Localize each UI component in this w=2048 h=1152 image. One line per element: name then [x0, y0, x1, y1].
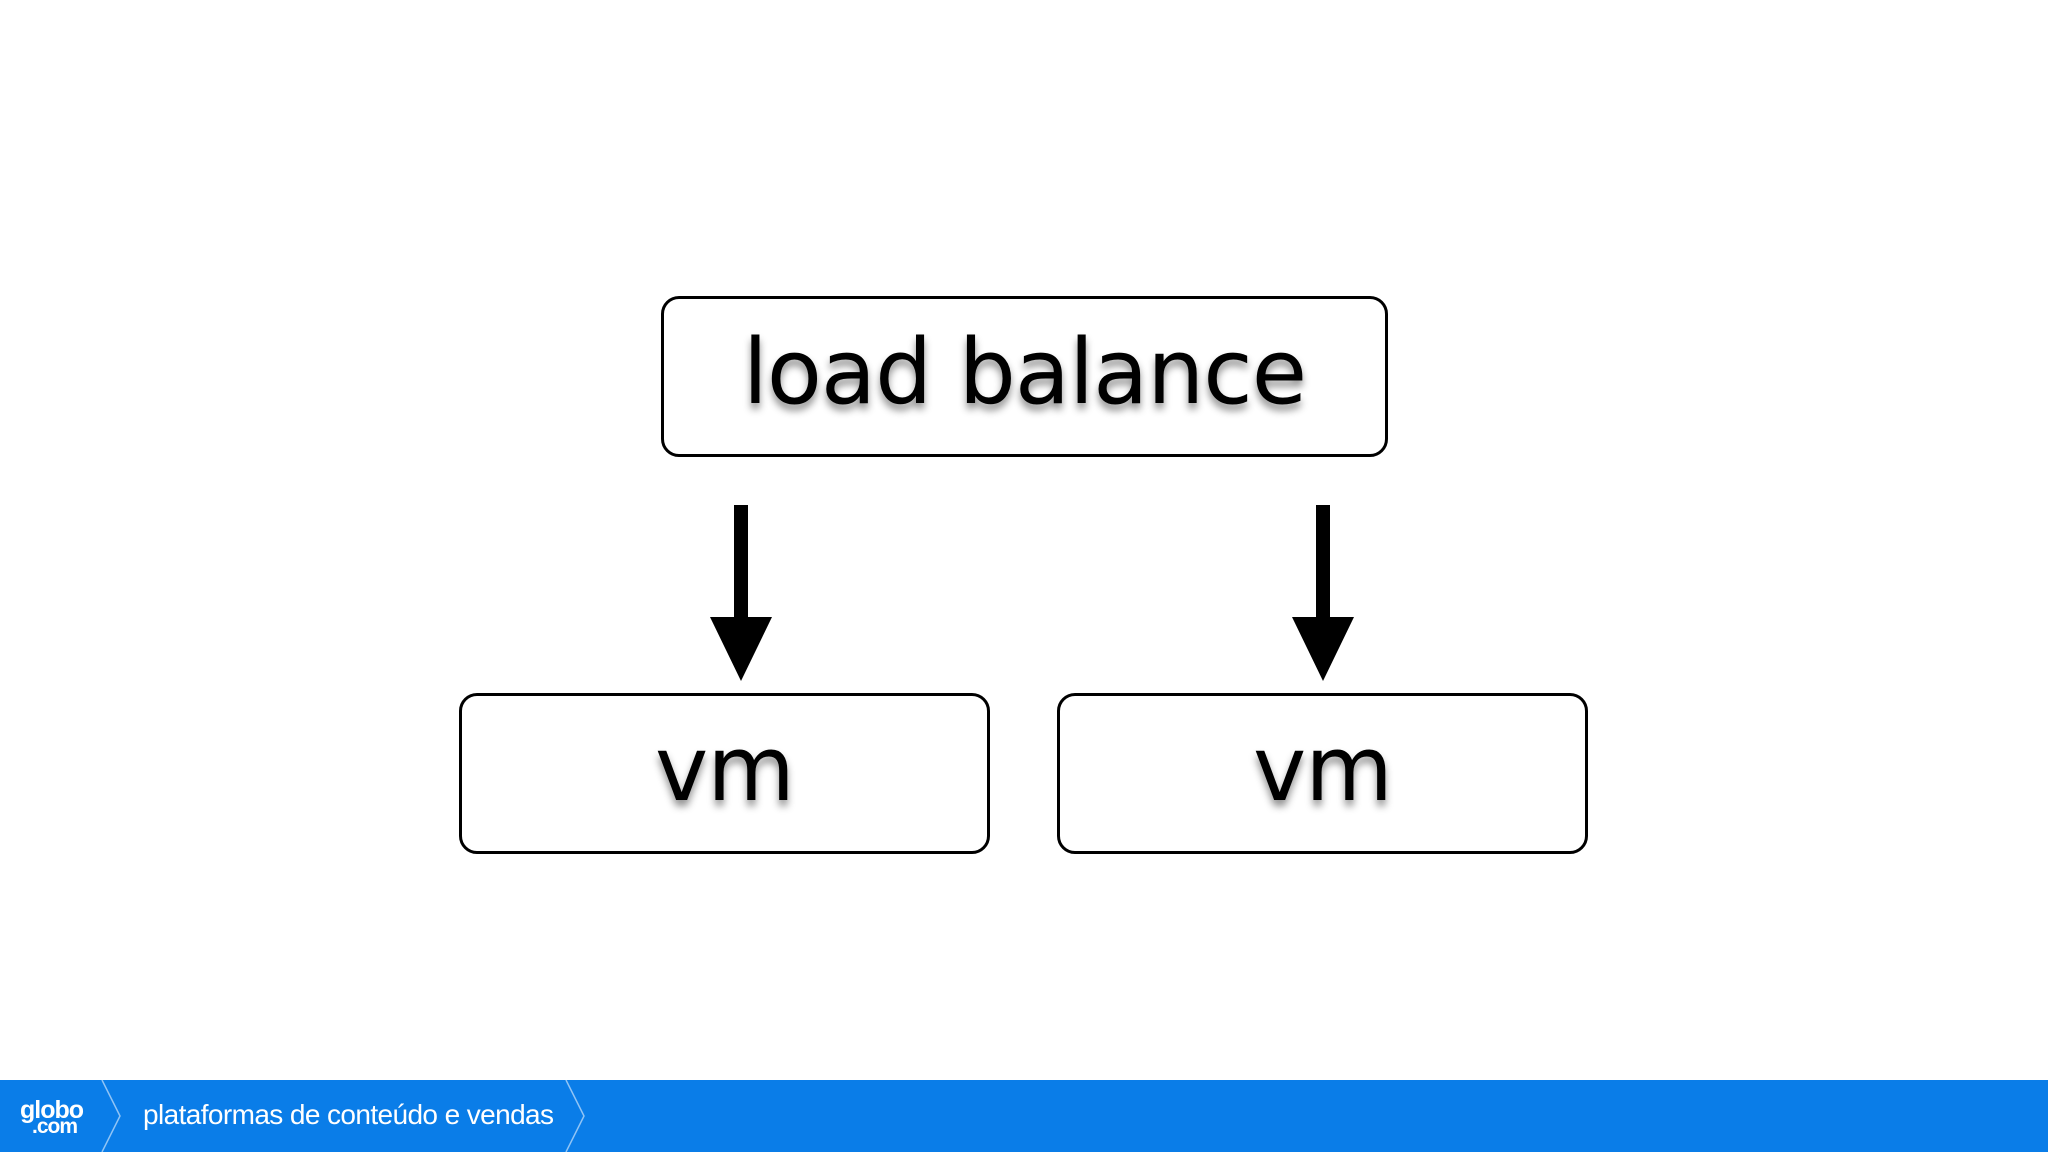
- vm-node-right: vm: [1057, 693, 1588, 854]
- footer-tagline: plataformas de conteúdo e vendas: [143, 1099, 554, 1130]
- globo-logo: globo .com: [20, 1098, 100, 1138]
- footer-bar: globo .com plataformas de conteúdo e ven…: [0, 1080, 2048, 1152]
- logo-text-globo: globo: [20, 1096, 84, 1124]
- load-balance-label: load balance: [742, 319, 1307, 425]
- load-balance-node: load balance: [661, 296, 1388, 457]
- vm-node-left: vm: [459, 693, 990, 854]
- vm-label: vm: [1253, 716, 1393, 822]
- arrow-down-icon: [1292, 505, 1354, 681]
- arrow-down-icon: [710, 505, 772, 681]
- logo-text-com: .com: [32, 1115, 78, 1138]
- chevron-right-icon: [101, 1080, 121, 1152]
- vm-label: vm: [655, 716, 795, 822]
- slide-canvas: load balance vm vm: [459, 296, 1588, 854]
- chevron-right-icon: [565, 1080, 585, 1152]
